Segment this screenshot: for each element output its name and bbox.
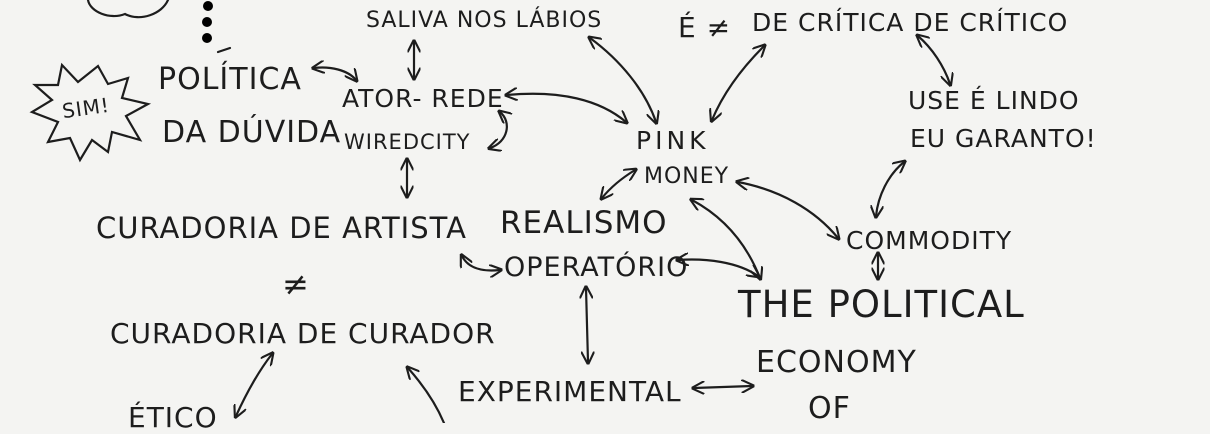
sim-label: SIM! — [60, 92, 112, 124]
critica-label: DE CRÍTICA DE CRÍTICO — [752, 8, 1069, 37]
e-neq-label: É ≠ — [678, 11, 732, 44]
sim-starburst — [29, 62, 152, 163]
arrow-politica-ator — [314, 68, 356, 81]
arrow-critica-pink — [712, 46, 764, 120]
curadoria-artista-label: CURADORIA DE ARTISTA — [96, 211, 467, 245]
arrow-operatorio-political — [678, 260, 758, 276]
experimental-label: EXPERIMENTAL — [458, 375, 682, 408]
etico-label: ÉTICO — [128, 401, 218, 434]
whiteboard: SIM! POLÍTICA DA DÚVIDA SALIVA NOS LÁBIO… — [29, 0, 1210, 432]
pink-label: PINK — [636, 126, 710, 155]
politica-label: POLÍTICA — [158, 62, 302, 97]
saliva-label: SALIVA NOS LÁBIOS — [366, 8, 603, 33]
arrow-saliva-pink — [590, 38, 656, 122]
curadoria-curador-label: CURADORIA DE CURADOR — [110, 317, 496, 350]
operatorio-label: OPERATÓRIO — [504, 252, 689, 283]
thought-dot-2 — [202, 17, 212, 27]
thought-dot-1 — [203, 1, 213, 11]
arrow-ator-pink — [507, 94, 626, 122]
realismo-label: REALISMO — [500, 205, 668, 241]
mind-map-arrows — [29, 0, 1210, 423]
of-label: OF — [808, 391, 851, 426]
thought-dot-3 — [202, 33, 212, 43]
arrow-money-commodity — [738, 182, 838, 238]
arrow-critica-use — [918, 36, 950, 84]
arrow-curador-down — [408, 368, 446, 423]
neq-label: ≠ — [282, 265, 310, 303]
wired-city-label: WIREDCITY — [344, 130, 471, 154]
thought-tick — [216, 46, 232, 54]
arrow-ator-wired — [490, 112, 507, 148]
the-political-label: THE POLITICAL — [738, 283, 1025, 326]
eu-garanto-label: EU GARANTO! — [910, 124, 1097, 153]
money-label: MONEY — [644, 164, 730, 189]
arrow-curador-etico — [236, 354, 272, 416]
economy-label: ECONOMY — [756, 345, 917, 380]
arrow-money-political — [692, 200, 760, 278]
commodity-label: COMMODITY — [846, 226, 1013, 255]
thought-cloud — [86, 0, 170, 19]
arrow-use-commodity — [876, 162, 904, 216]
ator-rede-label: ATOR- REDE — [342, 84, 504, 113]
arrow-money-realismo — [602, 170, 635, 198]
arrow-operatorio-experimental — [586, 288, 588, 362]
da-duvida-label: DA DÚVIDA — [162, 115, 342, 150]
arrow-experimental-economy — [694, 386, 752, 388]
use-lindo-label: USE É LINDO — [908, 86, 1080, 115]
arrow-curadoria-operatorio — [462, 256, 500, 270]
